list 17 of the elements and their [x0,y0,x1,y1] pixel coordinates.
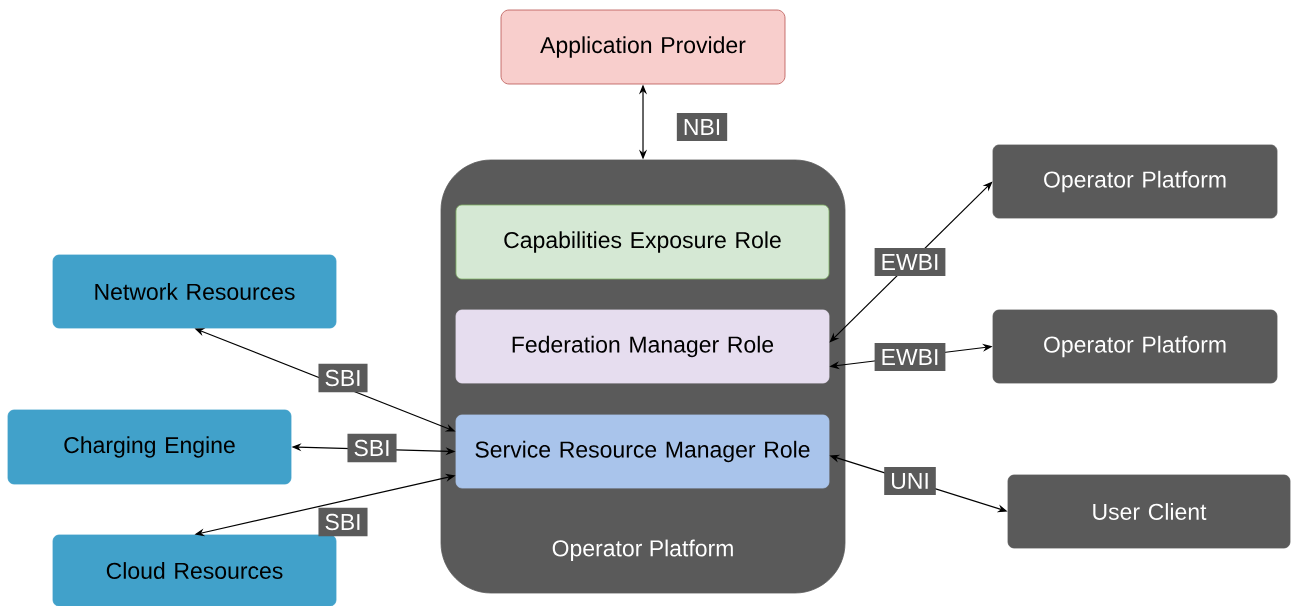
edge-label: NBI [676,113,728,141]
provider-box: Application Provider [500,9,786,85]
role-box: Federation Manager Role [455,309,830,384]
resource-box: Network Resources [52,254,337,329]
edge-label: EWBI [874,248,946,276]
edge-label: SBI [318,363,368,393]
resource-box: Charging Engine [7,409,292,485]
edge-label: SBI [318,507,368,537]
resource-box: Cloud Resources [52,534,337,606]
edge-label: UNI [884,467,936,496]
edge-label: SBI [347,433,397,463]
client-box: User Client [1007,474,1291,549]
platform-box: Operator Platform [992,309,1278,384]
edge-label: EWBI [874,343,946,371]
role-box: Service Resource Manager Role [455,414,830,489]
role-box: Capabilities Exposure Role [455,204,830,280]
platform-box: Operator Platform [992,144,1278,219]
